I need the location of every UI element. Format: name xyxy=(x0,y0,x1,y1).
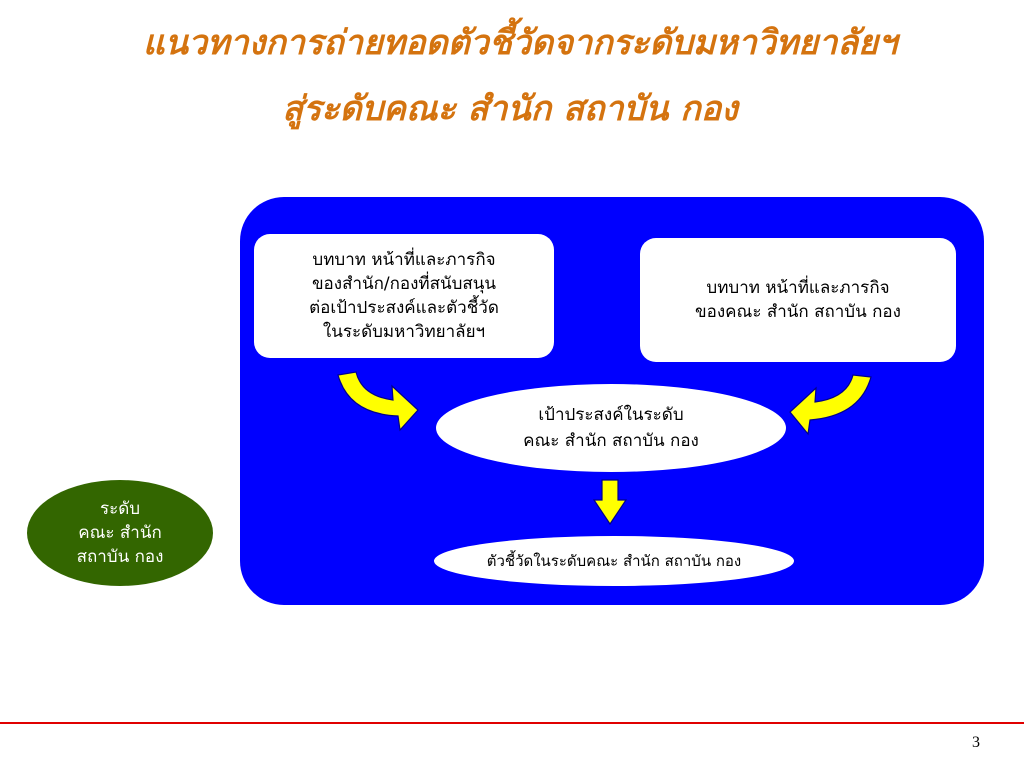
box-line: ของสำนัก/กองที่สนับสนุน xyxy=(311,274,497,294)
level-line: คณะ สำนัก xyxy=(78,523,162,543)
goal-ellipse: เป้าประสงค์ในระดับ คณะ สำนัก สถาบัน กอง xyxy=(436,384,786,472)
level-oval: ระดับ คณะ สำนัก สถาบัน กอง xyxy=(27,480,213,586)
university-role-box: บทบาท หน้าที่และภารกิจ ของสำนัก/กองที่สน… xyxy=(254,234,554,358)
box-line: บทบาท หน้าที่และภารกิจ xyxy=(312,250,496,270)
box-line: ของคณะ สำนัก สถาบัน กอง xyxy=(695,302,901,322)
kpi-ellipse: ตัวชี้วัดในระดับคณะ สำนัก สถาบัน กอง xyxy=(434,536,794,586)
kpi-label: ตัวชี้วัดในระดับคณะ สำนัก สถาบัน กอง xyxy=(486,552,742,570)
level-line: สถาบัน กอง xyxy=(76,547,164,567)
box-line: ต่อเป้าประสงค์และตัวชี้วัด xyxy=(309,298,499,318)
box-line: ในระดับมหาวิทยาลัยฯ xyxy=(322,322,486,342)
footer-rule xyxy=(0,722,1024,724)
curved-arrow-right-icon xyxy=(789,374,872,436)
down-arrow-icon xyxy=(592,479,628,526)
slide-title-line-2: สู่ระดับคณะ สำนัก สถาบัน กอง xyxy=(282,89,738,129)
faculty-role-box: บทบาท หน้าที่และภารกิจ ของคณะ สำนัก สถาบ… xyxy=(640,238,956,362)
slide-title-line-1: แนวทางการถ่ายทอดตัวชี้วัดจากระดับมหาวิทย… xyxy=(142,23,898,63)
box-line: บทบาท หน้าที่และภารกิจ xyxy=(706,278,890,298)
curved-arrow-left-icon xyxy=(337,371,419,432)
level-line: ระดับ xyxy=(99,499,141,519)
goal-line: เป้าประสงค์ในระดับ xyxy=(538,405,684,425)
goal-line: คณะ สำนัก สถาบัน กอง xyxy=(523,431,699,451)
page-number: 3 xyxy=(972,734,980,751)
